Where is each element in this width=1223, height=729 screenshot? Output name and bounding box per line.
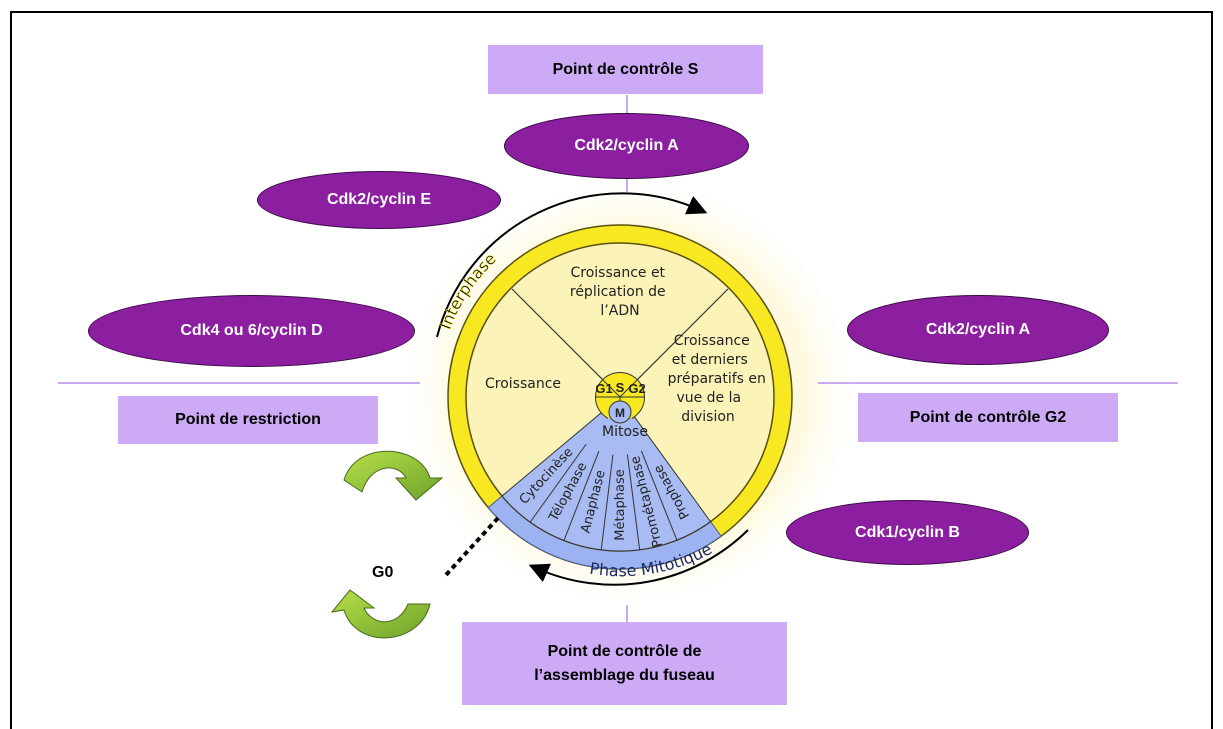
g2-phase-text-3: préparatifs en: [668, 371, 766, 387]
cdk-label-upper-left: Cdk2/cyclin E: [326, 191, 432, 208]
hub-m: [608, 400, 632, 424]
hub-s: [594, 372, 646, 398]
restriction-point-box: Point de restriction: [118, 396, 378, 444]
checkpoint-s-box: Point de contrôle S: [488, 45, 763, 94]
checkpoint-g2-label: Point de contrôle G2: [909, 408, 1067, 426]
hub-divider: [619, 379, 638, 398]
svg-text:Croissance et réplication: Croissance et réplication de l’ADN: [570, 265, 670, 319]
g2-phase-text-2: et derniers: [672, 352, 748, 368]
cdk-oval-left: Cdk4 ou 6/cyclin D: [88, 295, 415, 367]
cdk-label-right: Cdk2/cyclin A: [925, 321, 1031, 338]
cdk-oval-upper-left: Cdk2/cyclin E: [257, 171, 501, 229]
g0-arrow-top: [343, 450, 444, 501]
g0-exit-line: [443, 516, 500, 578]
diagram-frame: [10, 11, 1213, 729]
s-phase-text-1: Croissance et: [570, 265, 665, 281]
cdk-oval-right: Cdk2/cyclin A: [847, 295, 1109, 365]
cdk-oval-top: Cdk2/cyclin A: [504, 113, 749, 179]
hub-s-label: S: [616, 380, 625, 395]
mitosis-phase-divider: [640, 450, 678, 541]
restriction-point-label: Point de restriction: [175, 411, 321, 428]
divider-g1-s: [511, 288, 621, 398]
hub-divider: [602, 379, 621, 398]
mitose-label: Mitose: [602, 424, 648, 440]
s-phase-text-3: l’ADN: [600, 303, 639, 319]
hub-g2-label: G2: [628, 381, 645, 396]
g1-phase-text: Croissance: [485, 376, 561, 392]
s-phase-text-2: réplication de: [570, 284, 666, 300]
g0-arrow-bottom: [330, 589, 431, 639]
spindle-checkpoint-box: Point de contrôle de l’assemblage du fus…: [462, 622, 787, 705]
cdk-oval-lower-right: Cdk1/cyclin B: [786, 500, 1029, 565]
g2-phase-text-4: vue de la: [676, 390, 741, 406]
spindle-checkpoint-label-1: Point de contrôle de: [547, 642, 702, 660]
mitotic-phase-arrow: [528, 529, 749, 586]
spindle-checkpoint-label-2: l’assemblage du fuseau: [534, 666, 715, 684]
g2-phase-text-5: division: [681, 409, 735, 425]
mitosis-phase-divider: [529, 443, 587, 523]
interphase-arrow: [436, 192, 708, 338]
mitosis-phase-divider: [563, 450, 600, 541]
mitosis-phase-divider: [600, 454, 614, 550]
g2-phase-text-1: Croissance: [674, 333, 750, 349]
hub-m-label: M: [615, 406, 625, 420]
g0-label: G0: [372, 564, 394, 581]
mitosis-phase-dividers: [529, 443, 678, 550]
cdk-label-top: Cdk2/cyclin A: [574, 137, 679, 154]
cdk-label-left: Cdk4 ou 6/cyclin D: [180, 322, 323, 339]
mitosis-phase-divider: [626, 454, 641, 550]
cdk-label-lower-right: Cdk1/cyclin B: [855, 523, 960, 541]
checkpoint-g2-box: Point de contrôle G2: [858, 393, 1118, 442]
mitosis-phase-label: Métaphase: [613, 469, 628, 541]
hub-g1-label: G1: [595, 381, 612, 396]
checkpoint-s-label: Point de contrôle S: [552, 60, 699, 78]
svg-text:Croissance et derniers: Croissance et derniers préparatifs en vu…: [668, 333, 771, 425]
divider-s-g2: [619, 288, 729, 398]
